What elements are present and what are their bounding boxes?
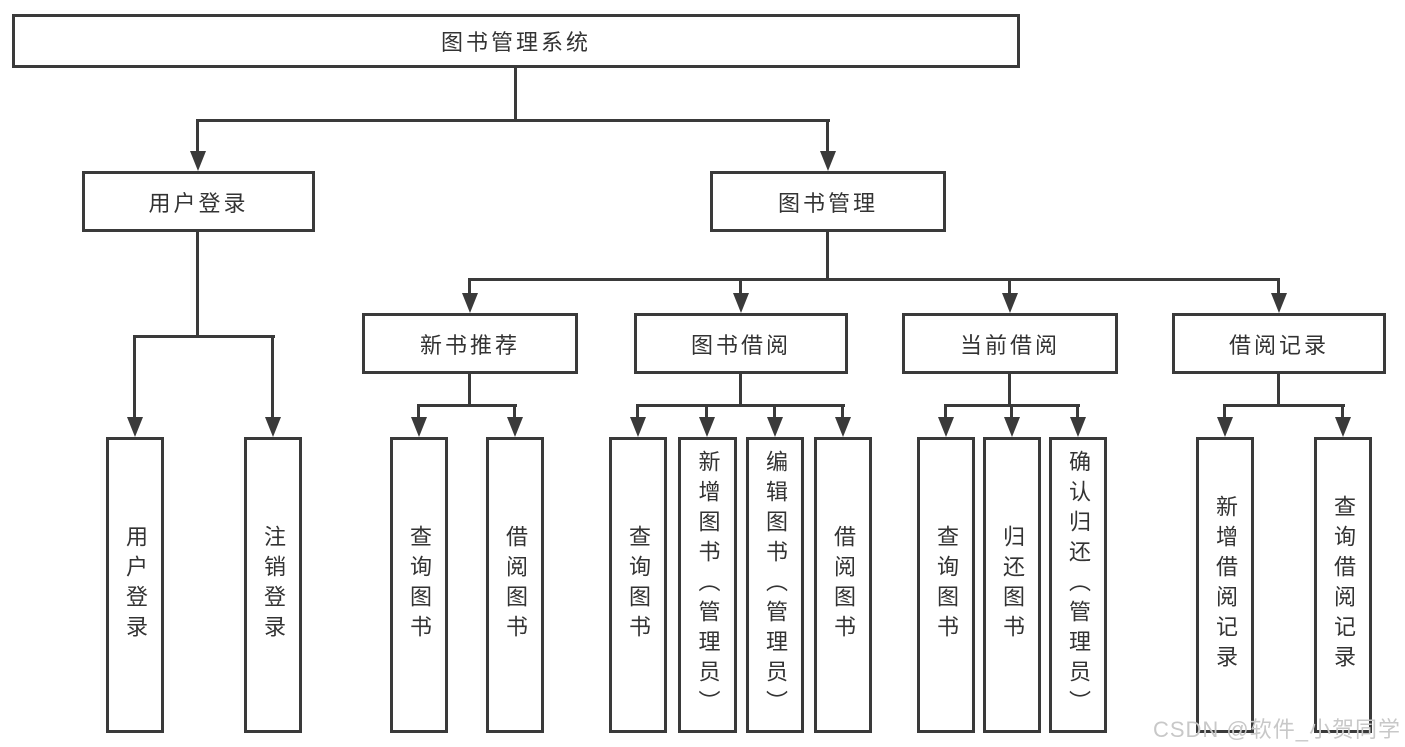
node-library-system-label: 图书管理系统 bbox=[440, 30, 591, 55]
node-book-management-label: 图书管理 bbox=[777, 190, 878, 216]
connector-stem-rec-add bbox=[1223, 404, 1226, 419]
leaf-newbooks-query-books: 查询图书 bbox=[390, 437, 448, 733]
connector-stem-book-mgmt bbox=[826, 119, 829, 153]
connector-stem-book-borrow bbox=[739, 278, 742, 295]
leaf-current-confirm-return-admin: 确认归还（管理员） bbox=[1049, 437, 1107, 733]
connector-stem-leaf-login bbox=[133, 335, 136, 419]
arrowhead-bb-query-icon bbox=[630, 417, 646, 437]
connector-stem-leaf-logout bbox=[271, 335, 274, 419]
arrowhead-leaf-logout-icon bbox=[265, 417, 281, 437]
connector-stem-current-borrow bbox=[1008, 278, 1011, 295]
leaf-records-query-record: 查询借阅记录 bbox=[1314, 437, 1372, 733]
arrowhead-book-mgmt-icon bbox=[820, 151, 836, 171]
leaf-newbooks-borrow-books-label: 借阅图书 bbox=[503, 525, 528, 645]
node-current-borrow-label: 当前借阅 bbox=[959, 332, 1060, 358]
leaf-current-query-books-label: 查询图书 bbox=[934, 525, 959, 645]
connector-stem-rec-query bbox=[1341, 404, 1344, 419]
node-library-system: 图书管理系统 bbox=[12, 14, 1020, 68]
arrowhead-book-borrow-icon bbox=[733, 293, 749, 313]
arrowhead-user-login-icon bbox=[190, 151, 206, 171]
node-borrow-records-label: 借阅记录 bbox=[1228, 332, 1329, 358]
arrowhead-cb-return-icon bbox=[1004, 417, 1020, 437]
leaf-borrow-query-books: 查询图书 bbox=[609, 437, 667, 733]
connector-stem-bb-query bbox=[636, 404, 639, 419]
leaf-current-query-books: 查询图书 bbox=[917, 437, 975, 733]
connector-stem-bb-borrow bbox=[841, 404, 844, 419]
connector-stem-new-books bbox=[468, 278, 471, 295]
connector-stem-cb-query bbox=[944, 404, 947, 419]
leaf-logout: 注销登录 bbox=[244, 437, 302, 733]
leaf-current-return-books-label: 归还图书 bbox=[1000, 525, 1025, 645]
connector-newbooks-bar bbox=[417, 404, 517, 407]
connector-records-bar bbox=[1223, 404, 1345, 407]
leaf-newbooks-query-books-label: 查询图书 bbox=[407, 525, 432, 645]
node-new-book-recommend: 新书推荐 bbox=[362, 313, 578, 374]
arrowhead-cb-confirm-icon bbox=[1070, 417, 1086, 437]
connector-stem-borrow-records bbox=[1277, 278, 1280, 295]
leaf-current-return-books: 归还图书 bbox=[983, 437, 1041, 733]
connector-root-stub bbox=[514, 68, 517, 121]
connector-records-stub bbox=[1277, 374, 1280, 406]
arrowhead-nb-borrow-icon bbox=[507, 417, 523, 437]
arrowhead-bb-borrow-icon bbox=[835, 417, 851, 437]
connector-stem-cb-confirm bbox=[1076, 404, 1079, 419]
leaf-logout-label: 注销登录 bbox=[261, 525, 286, 645]
node-book-borrow: 图书借阅 bbox=[634, 313, 848, 374]
connector-stem-cb-return bbox=[1010, 404, 1013, 419]
leaf-borrow-borrow-books-label: 借阅图书 bbox=[831, 525, 856, 645]
node-book-management: 图书管理 bbox=[710, 171, 946, 232]
connector-stem-bb-add bbox=[705, 404, 708, 419]
arrowhead-bb-add-icon bbox=[699, 417, 715, 437]
leaf-current-confirm-return-admin-label: 确认归还（管理员） bbox=[1066, 450, 1091, 720]
leaf-borrow-add-books-admin: 新增图书（管理员） bbox=[678, 437, 737, 733]
connector-root-bar bbox=[197, 119, 830, 122]
leaf-borrow-query-books-label: 查询图书 bbox=[626, 525, 651, 645]
arrowhead-cb-query-icon bbox=[938, 417, 954, 437]
leaf-records-add-record-label: 新增借阅记录 bbox=[1213, 495, 1238, 675]
connector-bookborrow-stub bbox=[739, 374, 742, 406]
arrowhead-nb-query-icon bbox=[411, 417, 427, 437]
leaf-borrow-edit-books-admin: 编辑图书（管理员） bbox=[746, 437, 804, 733]
arrowhead-rec-query-icon bbox=[1335, 417, 1351, 437]
node-user-login: 用户登录 bbox=[82, 171, 315, 232]
connector-bookmgmt-bar bbox=[468, 278, 1280, 281]
node-current-borrow: 当前借阅 bbox=[902, 313, 1118, 374]
arrowhead-rec-add-icon bbox=[1217, 417, 1233, 437]
node-new-book-recommend-label: 新书推荐 bbox=[419, 332, 520, 358]
leaf-newbooks-borrow-books: 借阅图书 bbox=[486, 437, 544, 733]
leaf-records-add-record: 新增借阅记录 bbox=[1196, 437, 1254, 733]
connector-stem-nb-borrow bbox=[513, 404, 516, 419]
connector-bookborrow-bar bbox=[636, 404, 845, 407]
connector-newbooks-stub bbox=[468, 374, 471, 406]
csdn-watermark: CSDN @软件_小贺同学 bbox=[1152, 717, 1401, 742]
leaf-borrow-edit-books-admin-label: 编辑图书（管理员） bbox=[763, 450, 788, 720]
node-book-borrow-label: 图书借阅 bbox=[690, 332, 791, 358]
arrowhead-leaf-login-icon bbox=[127, 417, 143, 437]
leaf-user-login-label: 用户登录 bbox=[123, 525, 148, 645]
leaf-records-query-record-label: 查询借阅记录 bbox=[1331, 495, 1356, 675]
connector-currentborrow-stub bbox=[1008, 374, 1011, 406]
leaf-user-login: 用户登录 bbox=[106, 437, 164, 733]
arrowhead-new-books-icon bbox=[462, 293, 478, 313]
connector-stem-user-login bbox=[196, 119, 199, 153]
connector-stem-nb-query bbox=[417, 404, 420, 419]
leaf-borrow-add-books-admin-label: 新增图书（管理员） bbox=[695, 450, 721, 720]
node-borrow-records: 借阅记录 bbox=[1172, 313, 1386, 374]
leaf-borrow-borrow-books: 借阅图书 bbox=[814, 437, 872, 733]
connector-stem-bb-edit bbox=[773, 404, 776, 419]
arrowhead-bb-edit-icon bbox=[767, 417, 783, 437]
arrowhead-borrow-records-icon bbox=[1271, 293, 1287, 313]
arrowhead-current-borrow-icon bbox=[1002, 293, 1018, 313]
connector-userlogin-bar bbox=[133, 335, 275, 338]
connector-userlogin-stub bbox=[196, 232, 199, 337]
connector-bookmgmt-stub bbox=[826, 232, 829, 280]
node-user-login-label: 用户登录 bbox=[148, 190, 249, 216]
